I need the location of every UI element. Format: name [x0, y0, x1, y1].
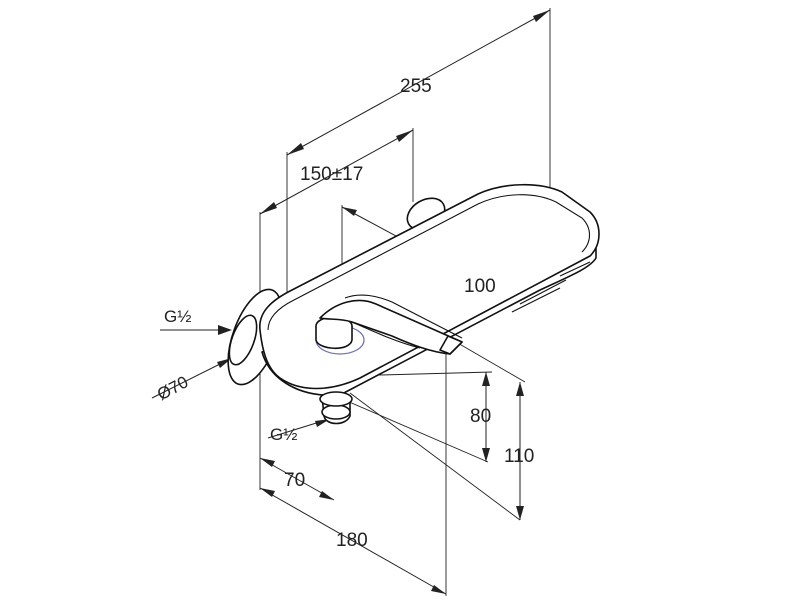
label-inlet-thread-top: G½: [164, 307, 191, 326]
thread-labels: G½ Ø70 G½: [154, 307, 297, 444]
label-inlet-diameter: Ø70: [154, 372, 191, 404]
dimension-labels: 255 150±17 100 80 110 70 180: [284, 76, 534, 551]
dim-depth-70: 70: [284, 470, 305, 491]
dim-height-110: 110: [504, 446, 534, 467]
mixer-body: [227, 183, 600, 425]
label-outlet-thread: G½: [270, 425, 297, 444]
dim-spout-reach: 100: [464, 276, 496, 297]
dim-centers-distance: 150±17: [300, 164, 363, 185]
dim-overall-length: 255: [400, 76, 432, 97]
dim-depth-80: 80: [470, 406, 491, 427]
dim-depth-180: 180: [336, 530, 368, 551]
